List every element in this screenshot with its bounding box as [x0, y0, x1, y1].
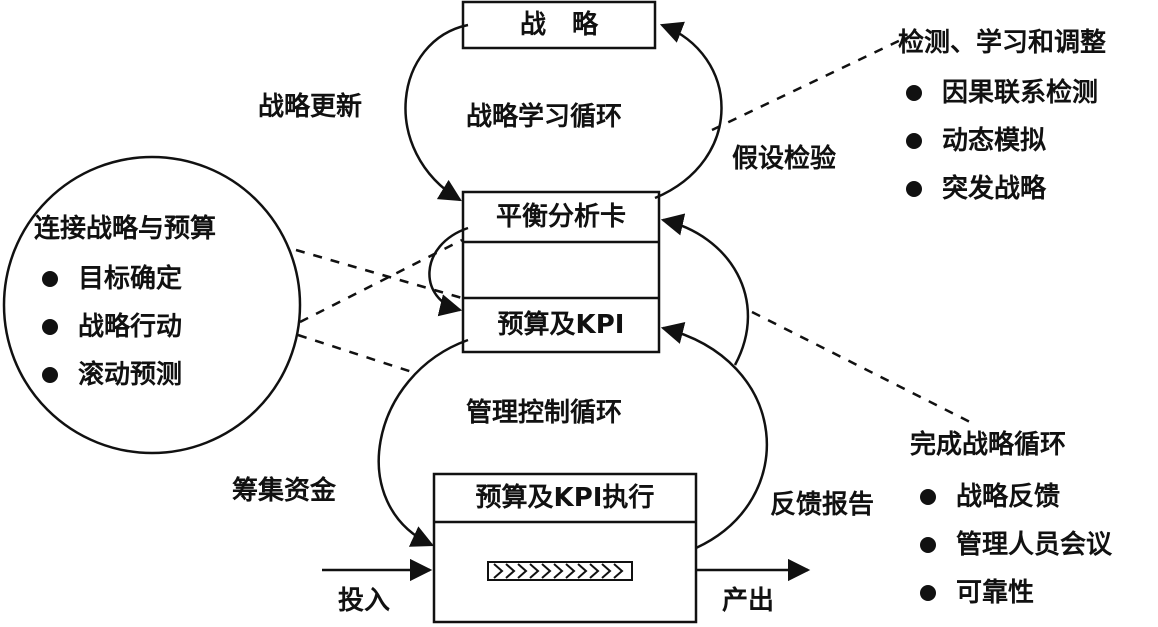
- dashed-connector-left-lower: [299, 238, 463, 324]
- bullet-icon: [42, 367, 58, 383]
- budget-link-circle: [2, 155, 302, 455]
- strategy-box-label: 战 略: [519, 10, 598, 40]
- top-right-item-text: 突发战略: [942, 174, 1047, 204]
- left-circle-item: 战略行动: [42, 314, 182, 340]
- bottom-right-item-text: 管理人员会议: [956, 530, 1113, 560]
- top-right-item-text: 因果联系检测: [942, 78, 1099, 108]
- left-circle-item-text: 目标确定: [78, 264, 183, 294]
- bottom-right-item: 战略反馈: [920, 484, 1060, 510]
- top-right-item: 因果联系检测: [906, 80, 1098, 106]
- scorecard-stack-box: [461, 190, 661, 354]
- process-chevrons: [487, 561, 633, 581]
- top-right-item: 动态模拟: [906, 128, 1046, 154]
- bullet-icon: [920, 585, 936, 601]
- left-circle-title: 连接战略与预算: [34, 214, 217, 244]
- scorecard-left-loop-arrow: [428, 226, 469, 317]
- output-label: 产出: [722, 586, 775, 616]
- left-circle-item: 滚动预测: [42, 362, 182, 388]
- bottom-right-title: 完成战略循环: [910, 430, 1067, 460]
- management-control-loop-label: 管理控制循环: [466, 398, 623, 428]
- bottom-right-item-text: 可靠性: [956, 578, 1035, 608]
- bullet-icon: [906, 133, 922, 149]
- raise-funds-label: 筹集资金: [232, 476, 337, 506]
- bullet-icon: [906, 85, 922, 101]
- bottom-right-item: 可靠性: [920, 580, 1034, 606]
- top-right-item: 突发战略: [906, 176, 1046, 202]
- scorecard-box-label: 平衡分析卡: [495, 202, 626, 232]
- left-circle-item-text: 滚动预测: [78, 360, 183, 390]
- hypothesis-test-arrow: [654, 21, 723, 200]
- raise-funds-arrow: [377, 338, 469, 547]
- dashed-connector-left-bottom: [297, 333, 413, 374]
- feedback-report-arrow: [660, 322, 769, 550]
- strategy-update-arrow: [404, 23, 469, 202]
- dashed-connector-top-right: [711, 36, 906, 132]
- bottom-right-item: 管理人员会议: [920, 532, 1112, 558]
- top-right-item-text: 动态模拟: [942, 126, 1047, 156]
- bullet-icon: [42, 319, 58, 335]
- bullet-icon: [906, 181, 922, 197]
- bullet-icon: [920, 537, 936, 553]
- strategy-learning-loop-label: 战略学习循环: [466, 102, 623, 132]
- hypothesis-testing-label: 假设检验: [732, 144, 837, 174]
- scorecard-right-loop-arrow: [660, 213, 750, 366]
- bullet-icon: [920, 489, 936, 505]
- strategy-update-label: 战略更新: [258, 92, 363, 122]
- left-circle-item-text: 战略行动: [78, 312, 183, 342]
- execution-box: [432, 472, 698, 624]
- feedback-report-label: 反馈报告: [770, 490, 875, 520]
- bottom-right-item-text: 战略反馈: [956, 482, 1061, 512]
- budget-kpi-box-label: 预算及KPI: [497, 310, 625, 340]
- execution-box-label: 预算及KPI执行: [475, 483, 655, 513]
- bullet-icon: [42, 271, 58, 287]
- left-circle-item: 目标确定: [42, 266, 182, 292]
- top-right-title: 检测、学习和调整: [898, 28, 1107, 58]
- input-label: 投入: [338, 586, 391, 616]
- dashed-connector-bottom-right: [751, 310, 971, 424]
- dashed-connector-left-upper: [295, 248, 463, 300]
